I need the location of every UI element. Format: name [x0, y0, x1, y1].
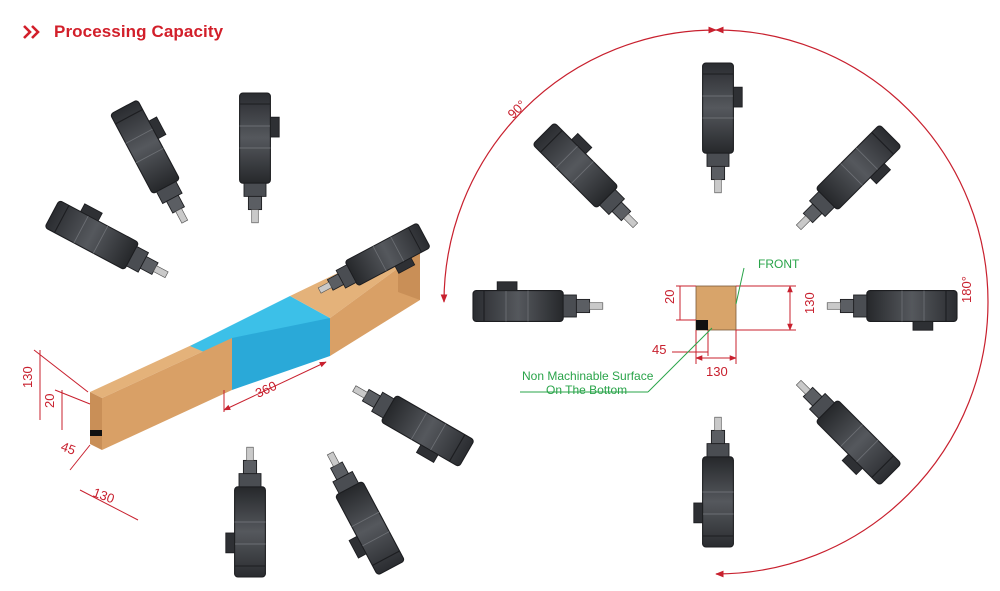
motor-icon-right — [826, 290, 958, 331]
motor-icon-upper-right — [787, 124, 909, 245]
note-line-2: On The Bottom — [546, 383, 627, 397]
motor-icon-1 — [109, 95, 207, 230]
note-line-1: Non Machinable Surface — [522, 369, 654, 383]
motor-icon-bottom — [693, 416, 734, 548]
right-dim-top: 20 — [662, 290, 677, 304]
page-title: Processing Capacity — [54, 22, 224, 41]
motor-icon-7 — [225, 446, 266, 578]
non-machinable-strip — [90, 430, 102, 436]
angle-90-label: 90° — [505, 97, 530, 122]
motor-icon-top — [702, 62, 743, 194]
left-dim-height: 130 — [20, 366, 35, 388]
beam-side-face-right — [330, 252, 420, 356]
right-dim-bottom: 130 — [706, 364, 728, 379]
section-header: Processing Capacity — [22, 18, 223, 46]
motor-icon-2 — [239, 92, 280, 224]
right-dim-right: 130 — [802, 292, 817, 314]
beam-front-face — [90, 392, 102, 450]
left-dim-offset: 45 — [59, 439, 78, 458]
cross-section-bottom-strip — [696, 320, 708, 330]
motor-icon-lower-right — [781, 371, 902, 493]
front-label: FRONT — [758, 257, 800, 271]
motor-icon-6 — [308, 445, 406, 580]
right-view: 90° 180° 20 130 45 130 FRONT — [440, 26, 989, 578]
left-dim-width: 130 — [91, 485, 117, 507]
left-view: 130 20 45 130 360 — [20, 92, 475, 580]
double-chevron-icon — [23, 25, 40, 39]
motor-icon-5 — [341, 374, 475, 476]
arc-90 — [440, 26, 717, 303]
arc-180 — [715, 26, 989, 578]
motor-icon-left — [472, 281, 604, 322]
left-dim-surface: 20 — [42, 394, 57, 408]
angle-180-label: 180° — [959, 276, 974, 303]
beam-side-face-left — [102, 338, 232, 450]
motor-icon-3 — [44, 191, 179, 289]
right-dim-left-bottom: 45 — [652, 342, 666, 357]
motor-icon-upper-left — [532, 115, 653, 237]
